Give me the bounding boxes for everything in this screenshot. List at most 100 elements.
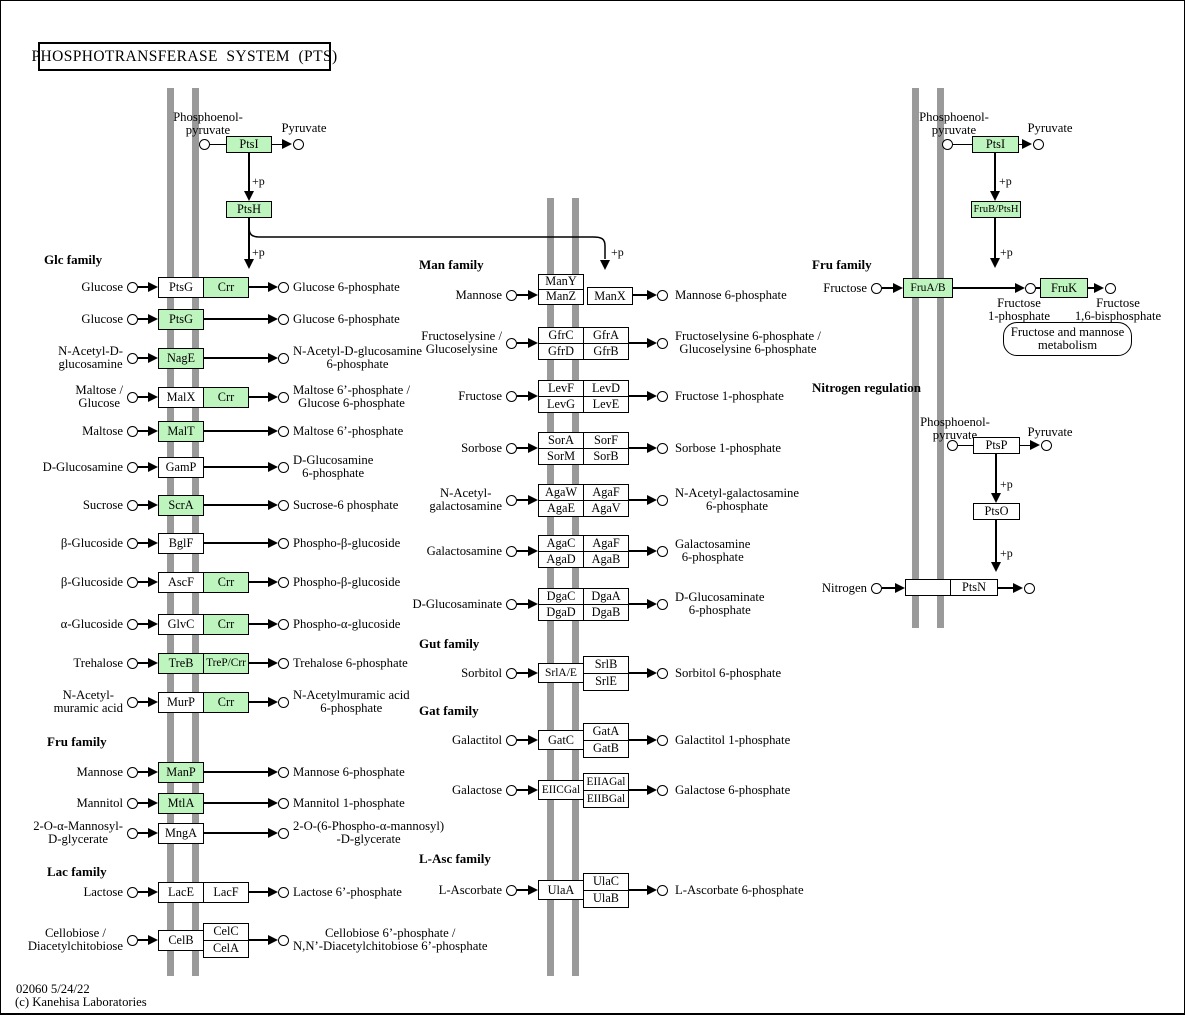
compound-circle[interactable] — [277, 391, 289, 403]
compound-circle[interactable] — [946, 440, 958, 451]
gene-box-agaf[interactable]: AgaF — [583, 483, 629, 501]
compound-circle[interactable] — [505, 598, 517, 610]
gene-box-ptsn[interactable]: PtsN — [950, 579, 998, 596]
gene-box-gatb[interactable]: GatB — [583, 739, 629, 758]
gene-box-sorm[interactable]: SorM — [538, 447, 584, 465]
gene-box-gata[interactable]: GatA — [583, 722, 629, 741]
compound-circle[interactable] — [126, 313, 138, 325]
compound-circle[interactable] — [656, 884, 668, 896]
compound-circle[interactable] — [505, 784, 517, 796]
gene-box-lace[interactable]: LacE — [158, 881, 204, 903]
compound-circle[interactable] — [1104, 282, 1116, 294]
gene-box-nage[interactable]: NagE — [158, 347, 204, 369]
gene-box-gfrc[interactable]: GfrC — [538, 326, 584, 344]
compound-circle[interactable] — [277, 797, 289, 809]
gene-box-manx[interactable]: ManX — [587, 287, 633, 305]
compound-circle[interactable] — [277, 425, 289, 437]
gene-box-many[interactable]: ManY — [538, 273, 584, 290]
compound-circle[interactable] — [505, 390, 517, 402]
compound-circle[interactable] — [277, 766, 289, 778]
compound-circle[interactable] — [277, 934, 289, 946]
gene-box-ptsi[interactable]: PtsI — [972, 136, 1019, 153]
gene-box-dgaa[interactable]: DgaA — [583, 587, 629, 605]
gene-box-ulac[interactable]: UlaC — [583, 872, 629, 891]
compound-circle[interactable] — [277, 576, 289, 588]
gene-box-cela[interactable]: CelA — [203, 939, 249, 958]
gene-box-eiicgal[interactable]: EIICGal — [538, 780, 584, 800]
compound-circle[interactable] — [505, 494, 517, 506]
gene-box-ptsp[interactable]: PtsP — [973, 437, 1020, 454]
compound-circle[interactable] — [505, 884, 517, 896]
gene-box-gfrd[interactable]: GfrD — [538, 342, 584, 360]
compound-circle[interactable] — [870, 282, 882, 294]
compound-circle[interactable] — [1023, 582, 1035, 594]
gene-box-agaf[interactable]: AgaF — [583, 534, 629, 552]
compound-circle[interactable] — [656, 390, 668, 402]
gene-box-eiibgal[interactable]: EIIBGal — [583, 789, 629, 808]
gene-box-srlb[interactable]: SrlB — [583, 655, 629, 674]
gene-box-agab[interactable]: AgaB — [583, 550, 629, 568]
compound-circle[interactable] — [656, 337, 668, 349]
compound-circle[interactable] — [656, 667, 668, 679]
compound-circle[interactable] — [126, 797, 138, 809]
compound-circle[interactable] — [277, 499, 289, 511]
compound-circle[interactable] — [656, 289, 668, 301]
gene-box-srla-e[interactable]: SrlA/E — [538, 663, 584, 683]
compound-circle[interactable] — [656, 545, 668, 557]
compound-circle[interactable] — [505, 667, 517, 679]
gene-box-leve[interactable]: LevE — [583, 395, 629, 413]
compound-circle[interactable] — [126, 934, 138, 946]
gene-box-sora[interactable]: SorA — [538, 431, 584, 449]
gene-box-bglf[interactable]: BglF — [158, 532, 204, 554]
compound-circle[interactable] — [656, 494, 668, 506]
gene-box-manz[interactable]: ManZ — [538, 288, 584, 305]
gene-box-treb[interactable]: TreB — [158, 652, 204, 674]
compound-circle[interactable] — [505, 337, 517, 349]
compound-circle[interactable] — [126, 391, 138, 403]
gene-box-agaw[interactable]: AgaW — [538, 483, 584, 501]
gene-box-frua-b[interactable]: FruA/B — [903, 278, 953, 298]
gene-box-crr[interactable]: Crr — [203, 571, 249, 593]
compound-circle[interactable] — [277, 696, 289, 708]
compound-circle[interactable] — [126, 886, 138, 898]
compound-circle[interactable] — [277, 657, 289, 669]
gene-box-ptsg[interactable]: PtsG — [158, 276, 204, 298]
compound-circle[interactable] — [277, 537, 289, 549]
compound-circle[interactable] — [277, 886, 289, 898]
gene-box-ascf[interactable]: AscF — [158, 571, 204, 593]
gene-box-frub-ptsh[interactable]: FruB/PtsH — [971, 201, 1021, 218]
gene-box-sorf[interactable]: SorF — [583, 431, 629, 449]
gene-box-celb[interactable]: CelB — [158, 929, 204, 951]
gene-box-agae[interactable]: AgaE — [538, 499, 584, 517]
compound-circle[interactable] — [198, 139, 210, 150]
gene-box-eiiagal[interactable]: EIIAGal — [583, 772, 629, 791]
gene-box-agac[interactable]: AgaC — [538, 534, 584, 552]
compound-circle[interactable] — [126, 696, 138, 708]
compound-circle[interactable] — [292, 139, 304, 150]
compound-circle[interactable] — [656, 598, 668, 610]
gene-box-ptso[interactable]: PtsO — [973, 503, 1020, 520]
compound-circle[interactable] — [277, 461, 289, 473]
compound-circle[interactable] — [941, 139, 953, 150]
gene-box-gatc[interactable]: GatC — [538, 730, 584, 750]
gene-box-ptsi[interactable]: PtsI — [226, 136, 272, 153]
gene-box-sorb[interactable]: SorB — [583, 447, 629, 465]
gene-box-trep-crr[interactable]: TreP/Crr — [203, 652, 249, 674]
gene-box-blank[interactable] — [905, 579, 951, 596]
compound-circle[interactable] — [277, 281, 289, 293]
gene-box-celc[interactable]: CelC — [203, 922, 249, 941]
gene-box-dgad[interactable]: DgaD — [538, 603, 584, 621]
gene-box-glvc[interactable]: GlvC — [158, 613, 204, 635]
gene-box-ptsg[interactable]: PtsG — [158, 308, 204, 330]
gene-box-gfra[interactable]: GfrA — [583, 326, 629, 344]
gene-box-levd[interactable]: LevD — [583, 379, 629, 397]
gene-box-crr[interactable]: Crr — [203, 613, 249, 635]
gene-box-gfrb[interactable]: GfrB — [583, 342, 629, 360]
compound-circle[interactable] — [126, 461, 138, 473]
gene-box-malt[interactable]: MalT — [158, 420, 204, 442]
compound-circle[interactable] — [126, 425, 138, 437]
compound-circle[interactable] — [126, 537, 138, 549]
compound-circle[interactable] — [870, 582, 882, 594]
compound-circle[interactable] — [277, 352, 289, 364]
compound-circle[interactable] — [656, 734, 668, 746]
